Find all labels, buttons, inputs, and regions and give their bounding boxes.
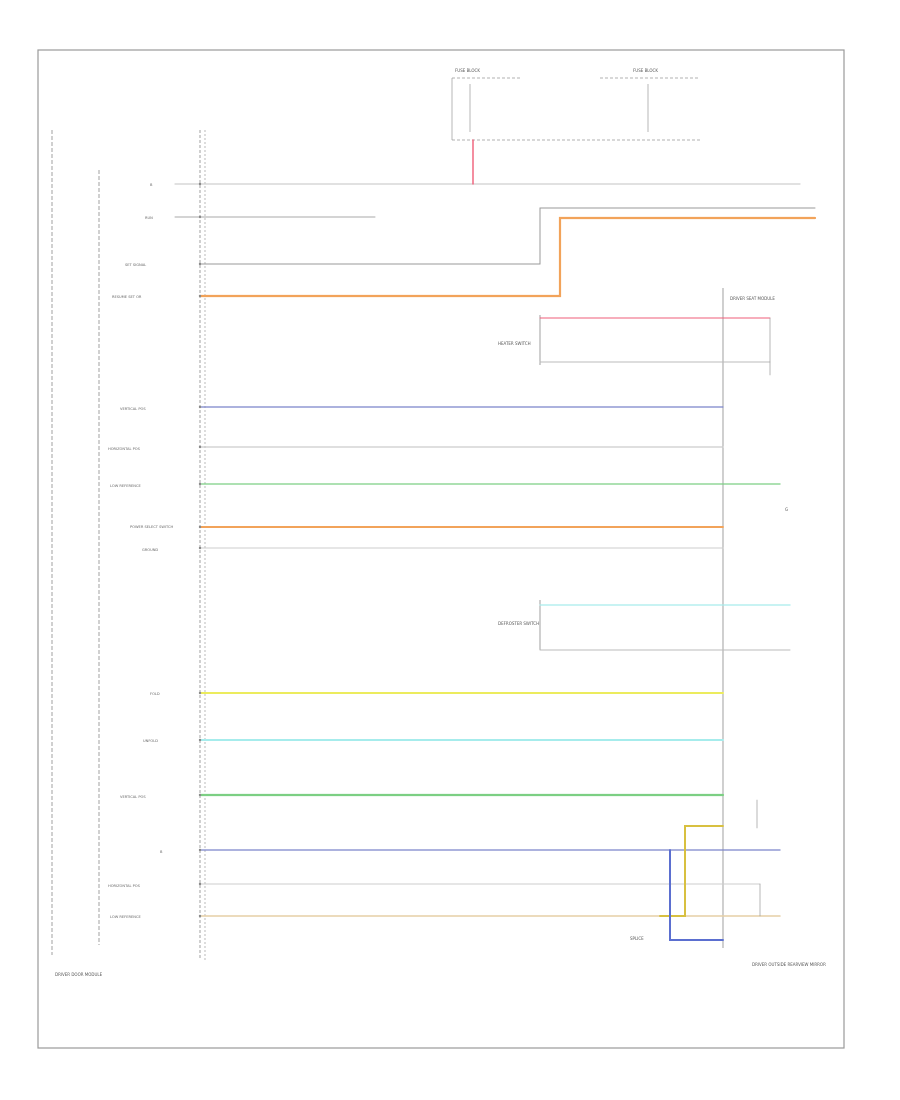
- heater-switch-label: HEATER SWITCH: [498, 341, 531, 346]
- pin-label: B: [150, 183, 153, 187]
- pin-label: HORIZONTAL POS: [108, 447, 141, 451]
- pin-label: LOW REFERENCE: [110, 915, 141, 919]
- fuse-label-left: FUSE BLOCK: [455, 68, 480, 73]
- right-module-label: DRIVER OUTSIDE REARVIEW MIRROR: [752, 962, 826, 967]
- pin-label: VERTICAL POS: [120, 795, 146, 799]
- splice-label: SPLICE: [630, 936, 644, 941]
- wires: [174, 139, 817, 941]
- right-module: [539, 288, 724, 948]
- pin-label: RUN: [145, 216, 153, 220]
- wire-heater-yellow: [659, 825, 724, 917]
- defrost-switch-label: DEFROSTER SWITCH: [498, 621, 539, 626]
- ground-label: G: [785, 507, 788, 512]
- pin-label: RESUME SET OR: [112, 295, 142, 299]
- fuse-block-top: [451, 77, 700, 141]
- connector-markers: [198, 182, 202, 918]
- pin-label: LOW REFERENCE: [110, 484, 141, 488]
- pin-label: POWER SELECT SWITCH: [130, 525, 174, 529]
- left-module-label: DRIVER DOOR MODULE: [55, 972, 103, 977]
- wire-set-signal: [199, 207, 816, 265]
- pin-label: VERTICAL POS: [120, 407, 146, 411]
- wire-resume-orange: [198, 216, 817, 298]
- pin-label: SET SIGNAL: [125, 263, 146, 267]
- fuse-label-right: FUSE BLOCK: [633, 68, 658, 73]
- diagram-border: [37, 49, 845, 1049]
- pin-label: B: [160, 850, 163, 854]
- wire-heater-blue: [669, 849, 724, 941]
- dimmer-module-label: DRIVER SEAT MODULE: [730, 296, 775, 301]
- left-module: [51, 130, 206, 960]
- pin-label: FOLD: [150, 692, 160, 696]
- pin-labels: B RUN SET SIGNAL RESUME SET OR VERTICAL …: [108, 183, 174, 919]
- module-captions: DRIVER DOOR MODULE DRIVER OUTSIDE REARVI…: [55, 68, 826, 977]
- pin-label: UNFOLD: [143, 739, 158, 743]
- pin-label: GROUND: [142, 548, 158, 552]
- pin-label: HORIZONTAL POS: [108, 884, 141, 888]
